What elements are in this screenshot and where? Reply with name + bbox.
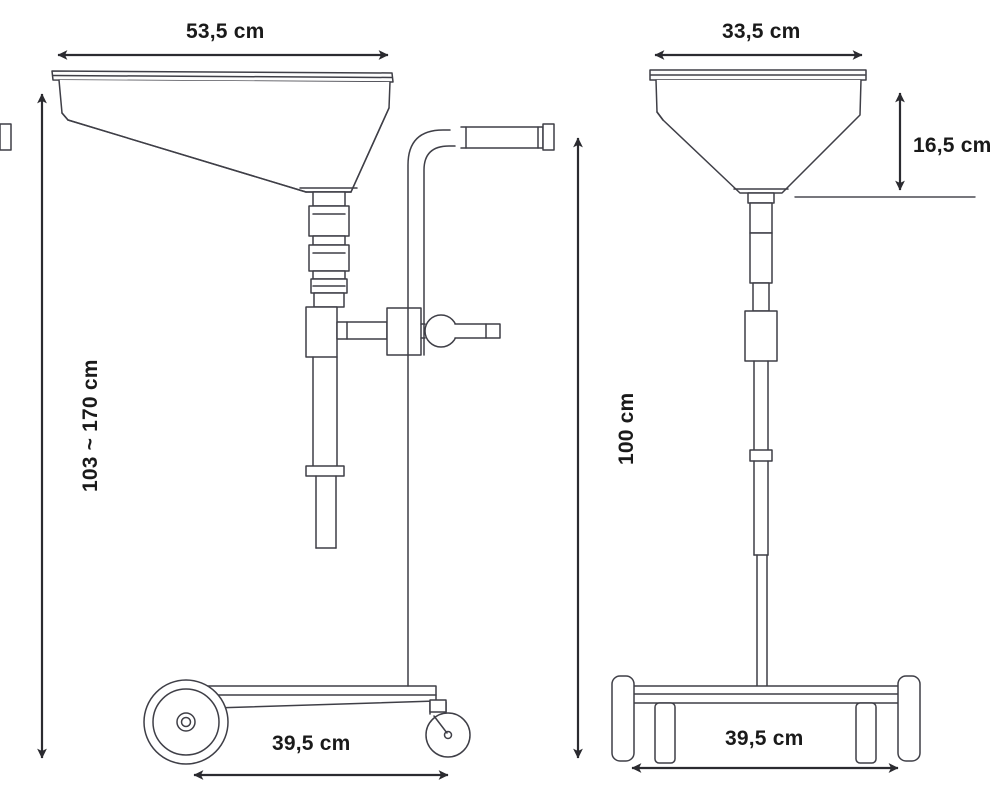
dim-label-funnel-depth-front: 16,5 cm bbox=[913, 134, 992, 157]
front-view-group bbox=[611, 69, 921, 764]
caster-wheel-side bbox=[425, 699, 471, 758]
funnel-rim-side bbox=[51, 70, 394, 83]
dim-label-funnel-width-front: 33,5 cm bbox=[722, 20, 801, 43]
funnel-rim-front bbox=[649, 69, 867, 81]
dim-label-base-width-front: 39,5 cm bbox=[725, 727, 804, 750]
push-handle-side bbox=[0, 123, 555, 356]
drain-neck-side bbox=[308, 191, 350, 308]
dim-label-total-height-front: 100 cm bbox=[615, 392, 638, 465]
valve-assembly-side bbox=[305, 306, 501, 358]
large-wheel-side bbox=[143, 679, 229, 765]
dim-label-base-length-side: 39,5 cm bbox=[272, 732, 351, 755]
lower-tube-side bbox=[305, 356, 345, 549]
dim-label-funnel-width-side: 53,5 cm bbox=[186, 20, 265, 43]
base-platform-side bbox=[205, 354, 437, 709]
side-view-group bbox=[0, 70, 555, 765]
telescopic-column-front bbox=[744, 192, 778, 687]
funnel-bowl-front bbox=[655, 79, 862, 194]
funnel-bowl-side bbox=[58, 79, 391, 193]
dim-label-total-height-side: 103 ~ 170 cm bbox=[79, 359, 102, 492]
base-frame-front bbox=[611, 675, 921, 764]
